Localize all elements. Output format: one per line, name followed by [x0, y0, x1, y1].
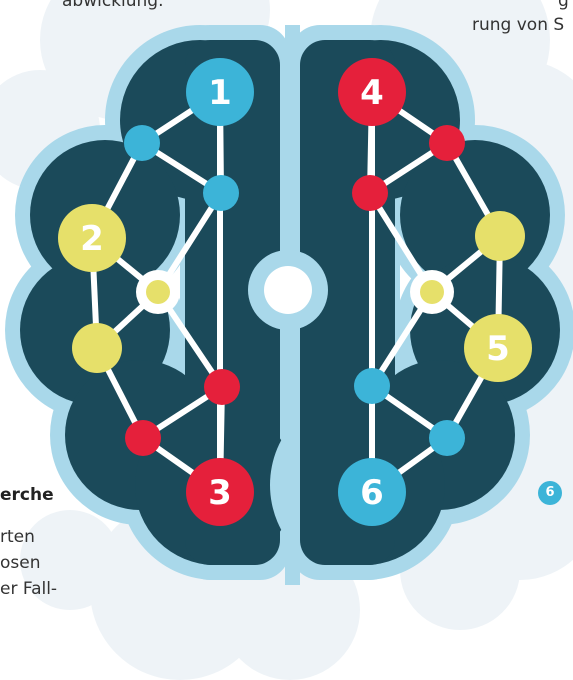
text-fragment-line-2: osen [0, 553, 41, 573]
text-fragment-line-3: er Fall- [0, 579, 58, 599]
text-fragment-heading: erche [0, 485, 54, 505]
number-badge: 6 [538, 481, 562, 505]
node-label: 4 [360, 73, 384, 113]
numbered-node-6 [338, 458, 406, 526]
node-label: 1 [208, 73, 232, 113]
text-fragment-top-right: g [558, 0, 569, 11]
numbered-node-2 [58, 204, 126, 272]
small-node [352, 175, 388, 211]
medium-node [475, 211, 525, 261]
numbered-node-3 [186, 458, 254, 526]
numbered-node-5 [464, 314, 532, 382]
text-fragment-top-right-2: rung von S [472, 15, 565, 35]
numbered-node-1 [186, 58, 254, 126]
small-node [124, 125, 160, 161]
text-fragment-line-1: rten [0, 527, 35, 547]
small-node [429, 420, 465, 456]
center-ring [248, 250, 328, 330]
hub-node-core [420, 280, 444, 304]
small-node [204, 369, 240, 405]
text-fragment-top-left: abwicklung. [62, 0, 164, 11]
node-label: 5 [486, 329, 510, 369]
small-node [429, 125, 465, 161]
node-label: 6 [360, 473, 384, 513]
small-node [125, 420, 161, 456]
medium-node [72, 323, 122, 373]
node-label: 3 [208, 473, 232, 513]
small-node [354, 368, 390, 404]
network-nodes: 1 2 3 4 5 6 [58, 58, 532, 526]
hub-node-core [146, 280, 170, 304]
node-label: 2 [80, 219, 104, 259]
small-node [203, 175, 239, 211]
numbered-node-4 [338, 58, 406, 126]
